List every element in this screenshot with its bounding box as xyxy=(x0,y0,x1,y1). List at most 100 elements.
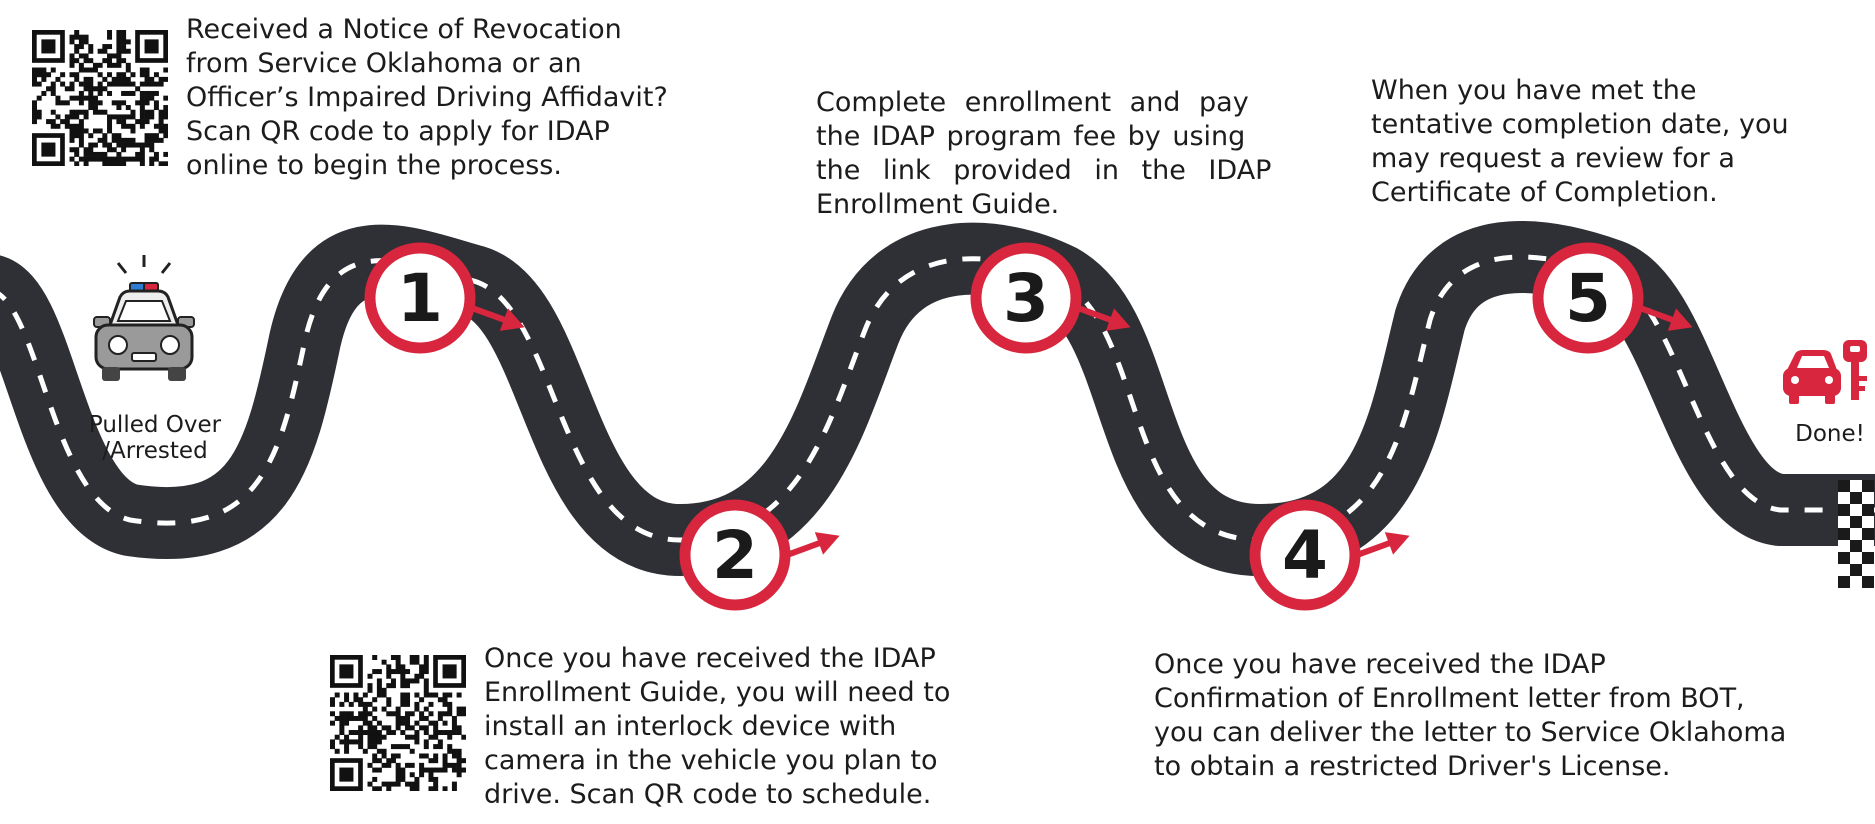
qr-module xyxy=(69,114,75,120)
qr-module xyxy=(102,156,108,162)
qr-module xyxy=(144,72,150,78)
qr-module xyxy=(149,81,155,87)
qr-module xyxy=(405,669,411,675)
qr-module xyxy=(102,76,108,82)
qr-module xyxy=(111,100,117,106)
checker-square xyxy=(1862,576,1874,588)
qr-module xyxy=(372,655,378,660)
step-1-marker: 1 xyxy=(364,242,525,354)
qr-module xyxy=(144,95,150,101)
qr-module xyxy=(78,100,84,106)
qr-module xyxy=(362,711,368,717)
qr-module xyxy=(55,114,61,120)
qr-finder-center xyxy=(339,664,354,679)
qr-module xyxy=(461,734,466,740)
qr-module xyxy=(88,58,94,64)
qr-module xyxy=(456,753,462,759)
qr-module xyxy=(88,133,94,139)
qr-module xyxy=(88,151,94,157)
qr-module xyxy=(74,109,80,115)
qr-module xyxy=(41,90,47,96)
qr-module xyxy=(376,734,382,740)
qr-module xyxy=(107,142,113,148)
qr-module xyxy=(376,678,382,684)
qr-module xyxy=(111,156,117,162)
qr-module xyxy=(92,105,98,111)
qr-module xyxy=(419,772,425,778)
qr-module xyxy=(433,753,439,759)
qr-module xyxy=(135,151,141,157)
qr-finder xyxy=(330,655,363,688)
qr-module xyxy=(334,715,340,721)
qr-module xyxy=(74,58,80,64)
qr-module xyxy=(362,706,368,712)
qr-module xyxy=(74,114,80,120)
checker-square xyxy=(1862,480,1874,492)
qr-module xyxy=(423,715,429,721)
checker-square xyxy=(1838,504,1850,516)
qr-module xyxy=(437,767,443,773)
qr-module xyxy=(102,44,108,50)
qr-module xyxy=(107,128,113,134)
qr-module xyxy=(386,697,392,703)
step-arrowhead xyxy=(814,532,840,555)
qr-module xyxy=(88,44,94,50)
qr-module xyxy=(92,128,98,134)
qr-module xyxy=(386,730,392,736)
checker-square xyxy=(1838,540,1850,552)
qr-module xyxy=(60,81,66,87)
qr-module xyxy=(395,781,401,787)
qr-module xyxy=(334,692,340,698)
qr-module xyxy=(433,786,439,791)
qr-module xyxy=(330,701,335,707)
qr-module xyxy=(116,156,122,162)
qr-module xyxy=(50,123,56,129)
qr-module xyxy=(381,781,387,787)
qr-module xyxy=(451,753,457,759)
qr-module xyxy=(69,133,75,139)
qr-module xyxy=(97,48,103,54)
qr-module xyxy=(36,67,42,73)
qr-module xyxy=(158,76,164,82)
qr-module xyxy=(139,95,145,101)
qr-module xyxy=(395,753,401,759)
qr-module xyxy=(74,30,80,35)
qr-module xyxy=(97,137,103,143)
qr-module xyxy=(367,687,373,693)
qr-module xyxy=(447,730,453,736)
qr-module xyxy=(414,706,420,712)
qr-module xyxy=(50,109,56,115)
qr-module xyxy=(50,81,56,87)
qr-module xyxy=(400,772,406,778)
qr-module xyxy=(400,730,406,736)
qr-module xyxy=(74,151,80,157)
qr-module xyxy=(64,86,70,92)
qr-module xyxy=(367,730,373,736)
qr-module xyxy=(139,161,145,166)
qr-module xyxy=(381,762,387,768)
qr-module xyxy=(92,95,98,101)
qr-module xyxy=(121,100,127,106)
qr-module xyxy=(372,753,378,759)
qr-module xyxy=(121,161,127,166)
qr-module xyxy=(372,786,378,791)
qr-module xyxy=(362,701,368,707)
qr-module xyxy=(83,156,89,162)
qr-module xyxy=(381,692,387,698)
qr-module xyxy=(362,715,368,721)
qr-module xyxy=(69,147,75,153)
checker-square xyxy=(1862,564,1874,576)
qr-module xyxy=(414,781,420,787)
qr-module xyxy=(386,762,392,768)
checker-square xyxy=(1862,552,1874,564)
qr-module xyxy=(116,137,122,143)
qr-module xyxy=(139,151,145,157)
qr-module xyxy=(381,706,387,712)
qr-module xyxy=(390,753,396,759)
qr-module xyxy=(69,81,75,87)
qr-module xyxy=(130,90,136,96)
qr-module xyxy=(149,133,155,139)
qr-module xyxy=(414,739,420,745)
qr-module xyxy=(69,39,75,45)
step-arrowhead xyxy=(1667,308,1693,331)
